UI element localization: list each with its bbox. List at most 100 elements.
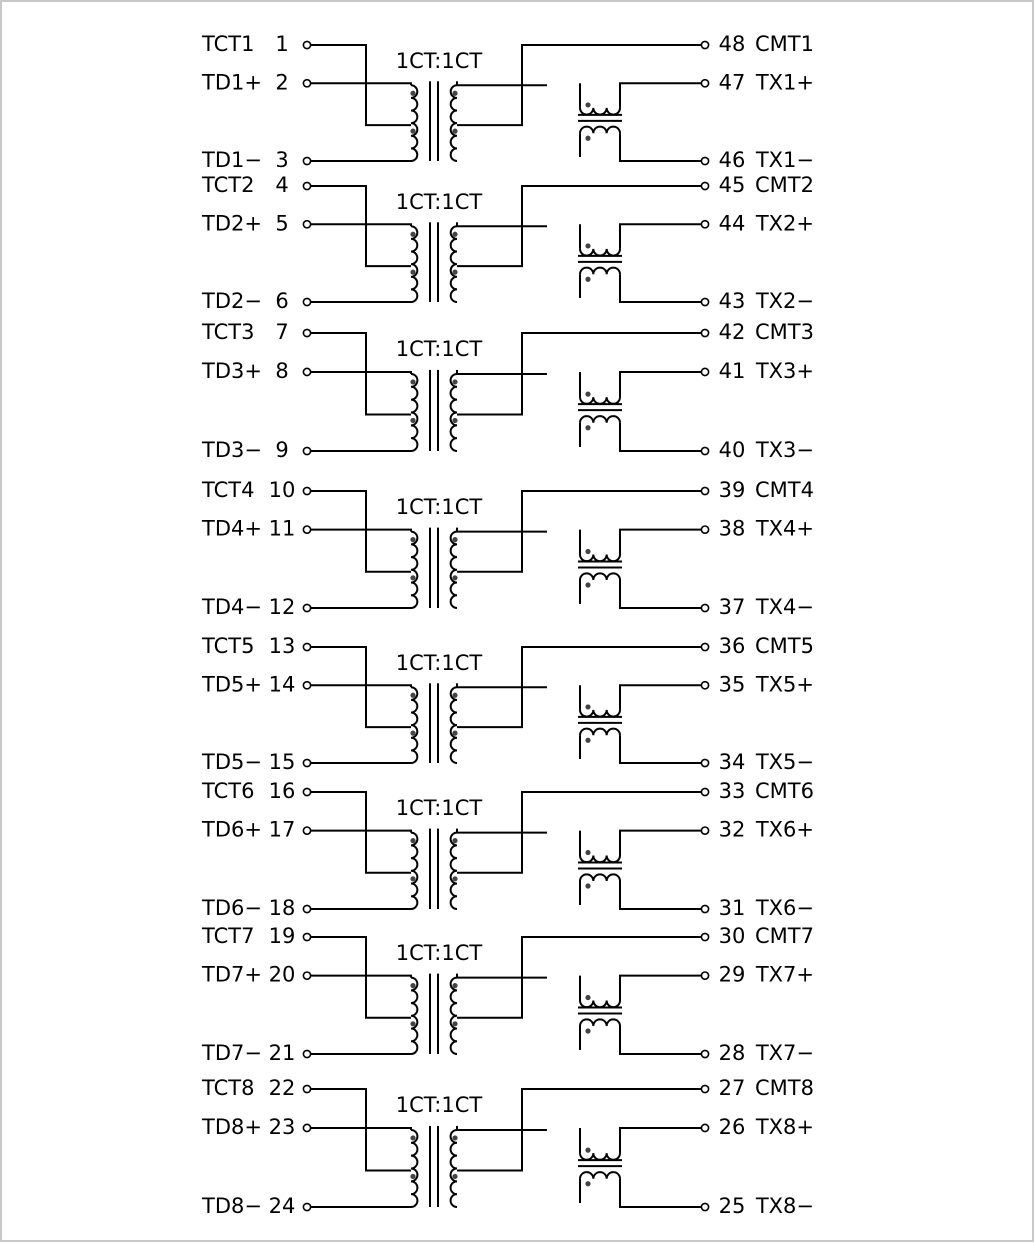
polarity-dot <box>410 730 416 736</box>
pin-number: 48 <box>719 32 746 56</box>
wire <box>307 528 412 532</box>
polarity-dot <box>410 269 416 275</box>
transformer-ratio-label: 1CT:1CT <box>396 651 483 675</box>
polarity-dot <box>585 135 591 141</box>
pin-number: 2 <box>275 70 288 94</box>
pin-terminal <box>302 642 312 652</box>
polarity-dot <box>410 1135 416 1141</box>
polarity-dot <box>452 730 458 736</box>
pin-number: 23 <box>269 1115 296 1139</box>
signal-label: TCT3 <box>201 320 254 344</box>
signal-label: TX6− <box>755 896 814 920</box>
primary-winding <box>410 1128 419 1208</box>
pin-number: 18 <box>269 896 296 920</box>
signal-label: TD5+ <box>201 672 262 696</box>
pin-terminal <box>302 78 312 88</box>
polarity-dot <box>410 692 416 698</box>
pin-terminal <box>700 78 710 88</box>
signal-label: TCT2 <box>201 173 254 197</box>
choke-winding <box>579 415 621 423</box>
pin-terminal <box>700 932 710 942</box>
center-tap-wire <box>307 936 411 1019</box>
transformer-ratio-label: 1CT:1CT <box>396 337 483 361</box>
pin-number: 3 <box>275 148 288 172</box>
pin-terminal <box>700 826 710 836</box>
signal-label: CMT7 <box>755 924 814 948</box>
primary-winding <box>410 372 419 452</box>
pin-terminal <box>302 219 312 229</box>
pin-terminal <box>302 525 312 535</box>
wire <box>579 829 705 856</box>
pin-number: 21 <box>269 1041 296 1065</box>
polarity-dot <box>452 379 458 385</box>
signal-label: TD7− <box>201 1041 262 1065</box>
secondary-winding <box>449 976 458 1055</box>
signal-label: TX3+ <box>755 359 814 383</box>
polarity-dot <box>585 1028 591 1034</box>
polarity-dot <box>585 548 591 555</box>
signal-label: TX1− <box>755 148 814 172</box>
signal-label: TD2− <box>201 289 262 313</box>
pin-number: 24 <box>269 1194 296 1218</box>
wire <box>579 1126 705 1154</box>
wire <box>579 274 705 303</box>
pin-number: 30 <box>719 924 746 948</box>
pin-number: 20 <box>269 963 296 987</box>
pin-terminal <box>700 1123 710 1133</box>
signal-label: TCT4 <box>201 478 254 502</box>
pin-terminal <box>302 787 312 797</box>
wire <box>579 735 705 764</box>
pin-number: 11 <box>269 517 296 541</box>
choke-winding <box>579 572 621 581</box>
pin-number: 44 <box>719 211 746 235</box>
pin-number: 10 <box>269 478 296 502</box>
signal-label: CMT2 <box>755 173 814 197</box>
wire <box>307 370 412 374</box>
signal-label: TCT8 <box>201 1076 254 1100</box>
polarity-dot <box>410 1021 416 1027</box>
signal-label: TX6+ <box>755 818 814 842</box>
polarity-dot <box>585 737 591 743</box>
signal-label: TCT6 <box>201 779 254 803</box>
pin-terminal <box>302 603 312 613</box>
primary-winding <box>410 530 419 609</box>
wire <box>579 133 705 162</box>
pin-terminal <box>700 642 710 652</box>
polarity-dot <box>452 1021 458 1027</box>
polarity-dot <box>410 379 416 385</box>
pin-number: 39 <box>719 478 746 502</box>
pin-terminal <box>700 603 710 613</box>
signal-label: TCT7 <box>201 924 254 948</box>
wire <box>579 82 705 108</box>
pin-terminal <box>302 40 312 50</box>
signal-label: TD5− <box>201 750 262 774</box>
pin-terminal <box>700 446 710 456</box>
polarity-dot <box>585 1181 591 1187</box>
signal-label: TX5+ <box>755 672 814 696</box>
pin-terminal <box>700 904 710 914</box>
secondary-winding <box>449 84 458 162</box>
pin-number: 12 <box>269 595 296 619</box>
wire <box>307 1126 412 1130</box>
signal-label: TX8+ <box>755 1115 814 1139</box>
pin-terminal <box>302 1123 312 1133</box>
pin-number: 41 <box>719 359 746 383</box>
polarity-dot <box>585 994 591 1001</box>
signal-label: TD8− <box>201 1194 262 1218</box>
wire <box>579 370 705 398</box>
signal-label: TX2− <box>755 289 814 313</box>
signal-label: TD4− <box>201 595 262 619</box>
polarity-dot <box>452 575 458 581</box>
pin-terminal <box>700 758 710 768</box>
secondary-winding <box>449 530 458 609</box>
pin-number: 6 <box>275 289 288 313</box>
pin-terminal <box>700 367 710 377</box>
pin-number: 34 <box>719 750 746 774</box>
primary-winding <box>410 84 419 162</box>
signal-label: TD2+ <box>201 211 262 235</box>
